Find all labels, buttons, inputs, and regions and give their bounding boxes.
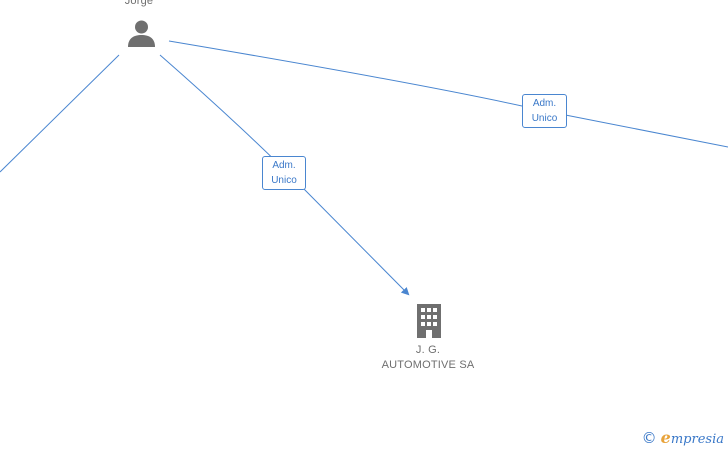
edge-label-line2: Unico [271,175,297,186]
edge-label-adm-unico-1[interactable]: Adm. Unico [262,156,306,190]
edge-label-line1: Adm. [272,160,296,171]
company-name-line2: AUTOMOTIVE SA [381,359,475,371]
edge-label-line1: Adm. [532,98,557,109]
edge-right[interactable] [168,40,728,148]
edge-label-line2: Unico [531,113,558,124]
person-icon[interactable] [126,18,157,48]
brand-initial: e [660,428,671,447]
copyright-icon: © [641,428,657,447]
footer-brand: © empresia [642,428,724,447]
edge-left[interactable] [0,54,120,173]
company-name-line1: J. G. [415,344,441,356]
company-name-label[interactable]: J. G. AUTOMOTIVE SA [358,343,498,373]
building-icon[interactable] [414,304,444,338]
edge-label-adm-unico-2[interactable]: Adm. Unico [522,94,567,128]
brand-rest: mpresia [670,432,724,447]
person-name-label: Jorge [124,0,154,7]
brand-logo[interactable]: empresia [661,428,724,447]
